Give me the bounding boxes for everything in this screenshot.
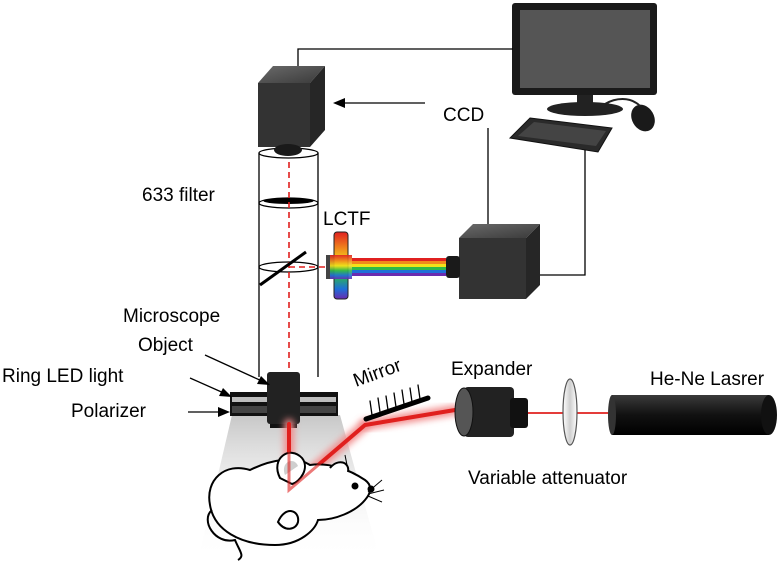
- spectrum-beam: [352, 258, 446, 276]
- attenuator-lens: [562, 378, 578, 446]
- keyboard-icon: [508, 117, 613, 153]
- laser-source: [608, 395, 777, 435]
- filter-disc: [263, 198, 314, 204]
- polarizer-label: Polarizer: [71, 401, 147, 422]
- microscope-label: Microscope: [123, 306, 220, 327]
- lctf-label: LCTF: [323, 209, 371, 230]
- beam-splitter: [259, 250, 307, 287]
- mirror: [363, 384, 431, 422]
- mouse-animal-icon: [206, 451, 385, 561]
- beam-expander: [454, 387, 528, 437]
- label-pointers: [188, 354, 270, 417]
- filter-label: 633 filter: [142, 185, 216, 206]
- monitor-icon: [512, 3, 657, 116]
- laser-label: He-Ne Lasrer: [650, 369, 765, 390]
- mouse-icon: [604, 98, 655, 132]
- attenuator-label: Variable attenuator: [468, 468, 628, 489]
- ring-led-label: Ring LED light: [2, 366, 124, 387]
- ccd-label: CCD: [443, 105, 484, 126]
- objective-lens: [267, 372, 300, 428]
- lctf-filter: [326, 231, 352, 300]
- top-ccd-camera: [258, 66, 325, 156]
- expander-label: Expander: [451, 359, 533, 380]
- connection-wires: [297, 48, 586, 276]
- mirror-label: Mirror: [351, 355, 405, 392]
- beam-on-subject: [287, 440, 331, 494]
- object-label: Object: [138, 335, 194, 356]
- side-ccd-camera: [446, 224, 540, 299]
